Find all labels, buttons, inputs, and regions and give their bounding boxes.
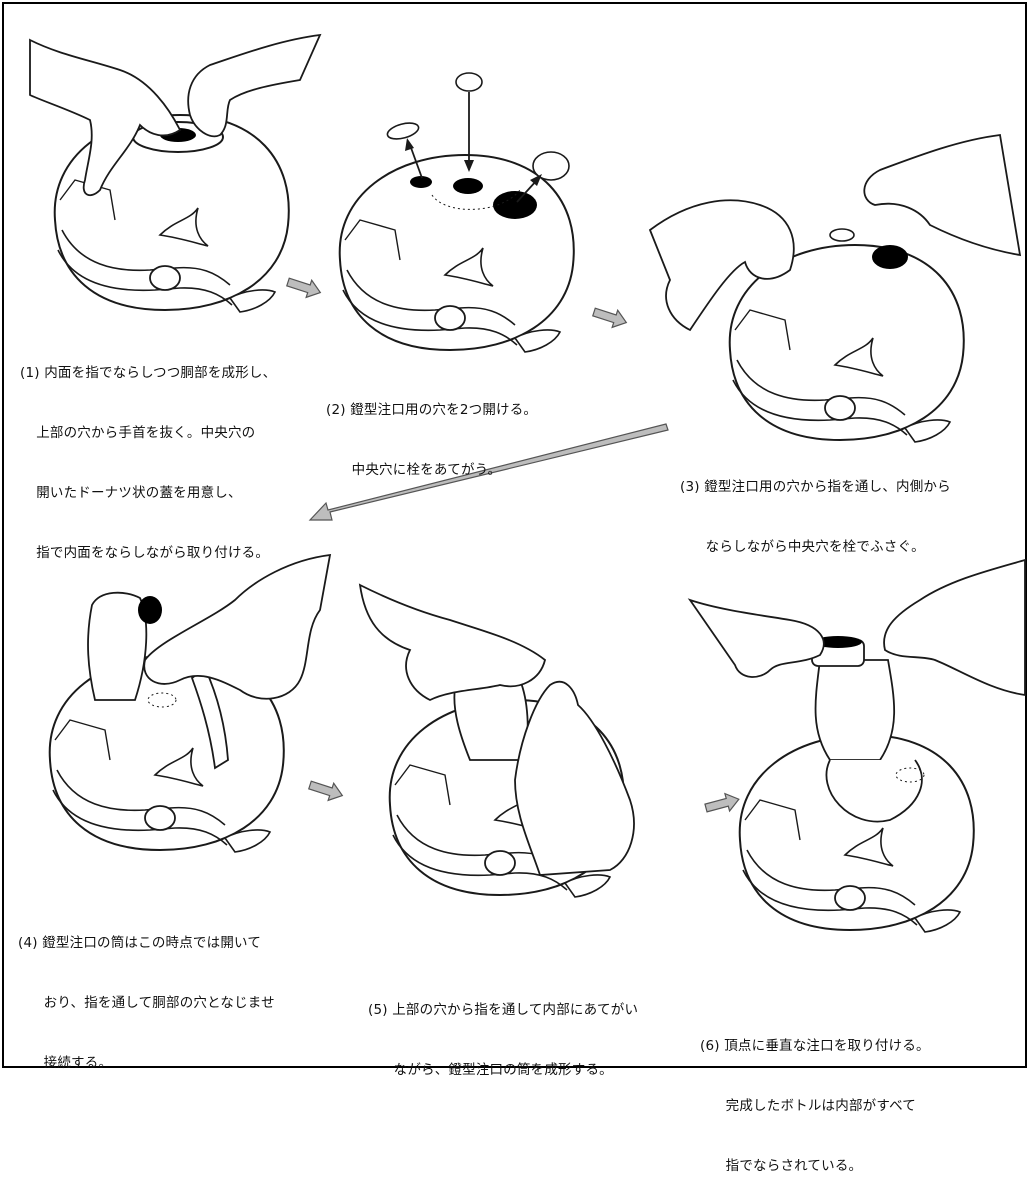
step-5-caption: (5) 上部の穴から指を通して内部にあてがい ながら、鐙型注口の筒を成形する。 — [368, 960, 638, 1100]
step-2-illustration — [340, 73, 574, 352]
step-5-illustration — [360, 585, 634, 897]
step-6-illustration — [690, 560, 1025, 932]
step-4-illustration — [50, 555, 330, 852]
step-arrow-1-to-2 — [285, 273, 323, 301]
step-1-caption: (1) 内面を指でならしつつ胴部を成形し、 上部の穴から手首を抜く。中央穴の 開… — [20, 323, 276, 583]
step-3-caption: (3) 鐙型注口用の穴から指を通し、内側から ならしながら中央穴を栓でふさぐ。 — [680, 437, 951, 577]
step-6-caption: (6) 頂点に垂直な注口を取り付ける。 完成したボトルは内部がすべて 指でならさ… — [700, 996, 930, 1196]
step-1-illustration — [30, 35, 320, 312]
step-2-caption: (2) 鐙型注口用の穴を2つ開ける。 中央穴に栓をあてがう。 — [326, 360, 537, 500]
step-arrow-4-to-5 — [307, 776, 345, 804]
step-arrow-5-to-6 — [704, 791, 742, 817]
step-4-caption: (4) 鐙型注口の筒はこの時点では開いて おり、指を通して胴部の穴となじませ 接… — [18, 893, 275, 1093]
step-3-illustration — [650, 135, 1020, 442]
step-arrow-2-to-3 — [591, 303, 629, 331]
